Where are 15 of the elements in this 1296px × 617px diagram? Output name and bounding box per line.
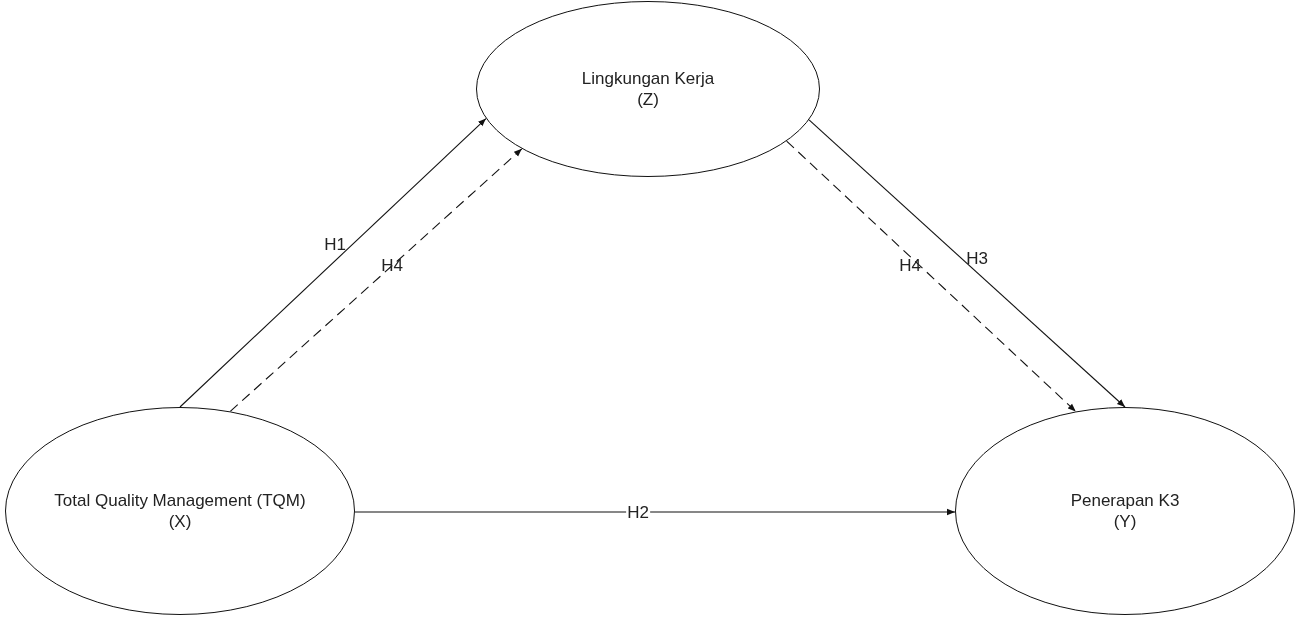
edge-label: H4	[380, 255, 404, 275]
variable-symbol: (X)	[168, 511, 192, 532]
variable-name: Total Quality Management (TQM)	[54, 490, 306, 511]
variable-symbol: (Y)	[1113, 511, 1137, 532]
variable-name: Lingkungan Kerja	[581, 68, 715, 89]
arrow	[179, 118, 487, 408]
edge-label: H4	[898, 255, 922, 275]
arrow	[786, 140, 1077, 413]
variable-symbol: (Z)	[637, 89, 659, 110]
arrow	[354, 508, 956, 516]
variable-name: Penerapan K3	[1070, 490, 1180, 511]
arrow	[808, 119, 1126, 408]
arrow	[229, 148, 523, 412]
edge-label: H3	[965, 248, 989, 268]
edge-label: H1	[323, 234, 347, 254]
